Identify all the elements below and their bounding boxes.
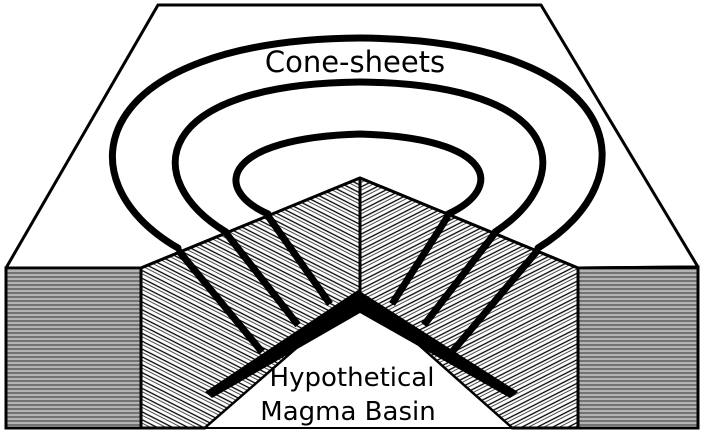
- cone-sheets-label: Cone-sheets: [265, 45, 445, 79]
- magma-basin-label-line1: Hypothetical: [270, 363, 435, 393]
- block-right-face: [578, 267, 698, 428]
- magma-basin-label-line2: Magma Basin: [260, 397, 435, 427]
- block-left-face: [6, 268, 141, 428]
